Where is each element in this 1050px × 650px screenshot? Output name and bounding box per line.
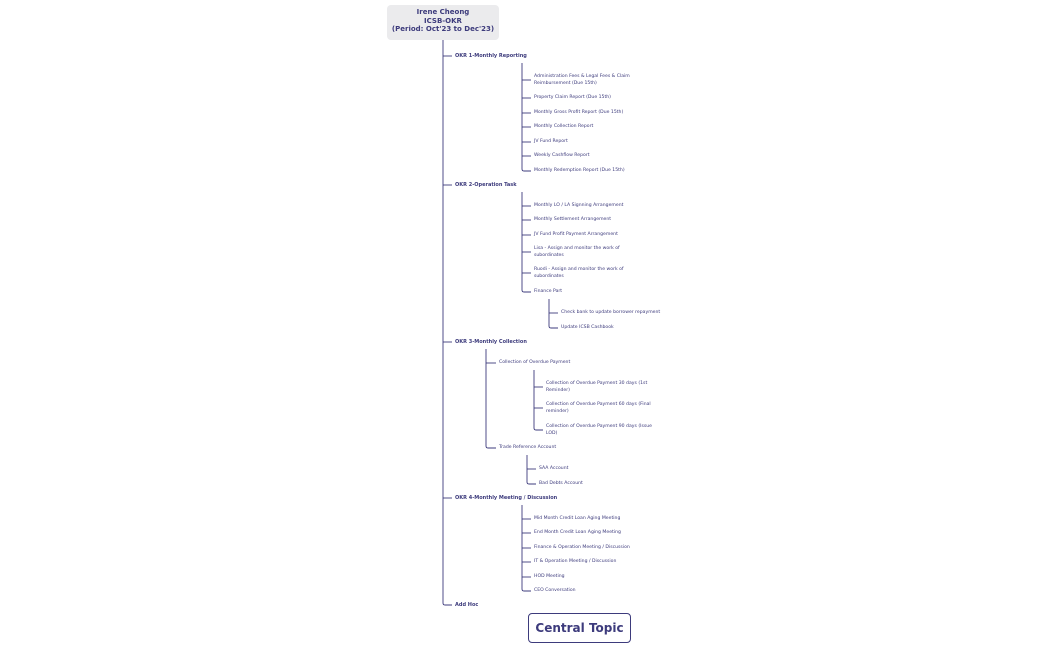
- okr2-item-jv-profit-payment[interactable]: JV Fund Profit Payment Arrangement: [534, 232, 618, 237]
- okr1-topic[interactable]: OKR 1-Monthly Reporting: [455, 53, 527, 59]
- okr3-item-overdue-collection[interactable]: Collection of Overdue Payment: [499, 360, 571, 365]
- overdue-item-90-days[interactable]: Collection of Overdue Payment 90 days (I…: [546, 424, 653, 436]
- root-topic[interactable]: Irene Cheong ICSB-OKR (Period: Oct'23 to…: [387, 5, 499, 40]
- root-period: (Period: Oct'23 to Dec'23): [391, 25, 495, 33]
- okr1-item-property-claim[interactable]: Property Claim Report (Due 15th): [534, 95, 611, 100]
- okr1-item-jv-fund[interactable]: JV Fund Report: [534, 139, 568, 144]
- okr2-item-finance-part[interactable]: Finance Part: [534, 289, 563, 294]
- okr2-item-lo-la-signing[interactable]: Monthly LO / LA Signning Arrangement: [534, 203, 624, 208]
- central-topic-label: Central Topic: [535, 621, 624, 635]
- okr4-item-end-month[interactable]: End Month Credit Loan Aging Meeting: [534, 530, 621, 535]
- trade-item-bad-debts[interactable]: Bad Debts Account: [539, 481, 583, 486]
- overdue-item-30-days[interactable]: Collection of Overdue Payment 30 days (1…: [546, 381, 648, 393]
- okr3-topic[interactable]: OKR 3-Monthly Collection: [455, 339, 527, 345]
- finance-item-check-bank[interactable]: Check bank to update borrower repayment: [561, 310, 661, 315]
- trade-item-saa[interactable]: SAA Account: [539, 466, 569, 471]
- okr4-item-ceo-conversation[interactable]: CEO Conversation: [534, 588, 576, 593]
- okr1-item-admin-fees[interactable]: Administration Fees & Legal Fees & Claim…: [534, 74, 630, 86]
- okr4-item-it-operation[interactable]: IT & Operation Meeting / Discussion: [534, 559, 617, 564]
- root-name: Irene Cheong: [416, 8, 470, 16]
- okr4-item-hod-meeting[interactable]: HOD Meeting: [534, 574, 565, 579]
- okr2-item-lisa[interactable]: Lisa - Assign and monitor the work of su…: [534, 246, 620, 258]
- okr1-item-collection-report[interactable]: Monthly Collection Report: [534, 124, 594, 129]
- okr4-item-finance-operation[interactable]: Finance & Operation Meeting / Discussion: [534, 545, 630, 550]
- okr4-item-mid-month[interactable]: Mid Month Credit Loan Aging Meeting: [534, 516, 621, 521]
- okr1-item-redemption[interactable]: Monthly Redemption Report (Due 15th): [534, 168, 625, 173]
- okr2-topic[interactable]: OKR 2-Operation Task: [455, 182, 517, 188]
- finance-item-cashbook[interactable]: Update ICSB Cashbook: [561, 325, 614, 330]
- central-topic-box[interactable]: Central Topic: [528, 613, 631, 643]
- okr2-item-ruodi[interactable]: Ruodi - Assign and monitor the work of s…: [534, 267, 624, 279]
- adhoc-topic[interactable]: Add Hoc: [455, 602, 479, 608]
- okr4-topic[interactable]: OKR 4-Monthly Meeting / Discussion: [455, 495, 558, 501]
- root-subtitle: ICSB-OKR: [424, 16, 462, 25]
- okr1-item-gross-profit[interactable]: Monthly Gross Profit Report (Due 15th): [534, 110, 624, 115]
- okr2-item-settlement[interactable]: Monthly Settlement Arrangement: [534, 217, 612, 222]
- overdue-item-60-days[interactable]: Collection of Overdue Payment 60 days (F…: [546, 402, 651, 414]
- okr1-item-cashflow[interactable]: Weekly Cashflow Report: [534, 153, 590, 158]
- okr3-item-trade-reference[interactable]: Trade Reference Account: [499, 445, 557, 450]
